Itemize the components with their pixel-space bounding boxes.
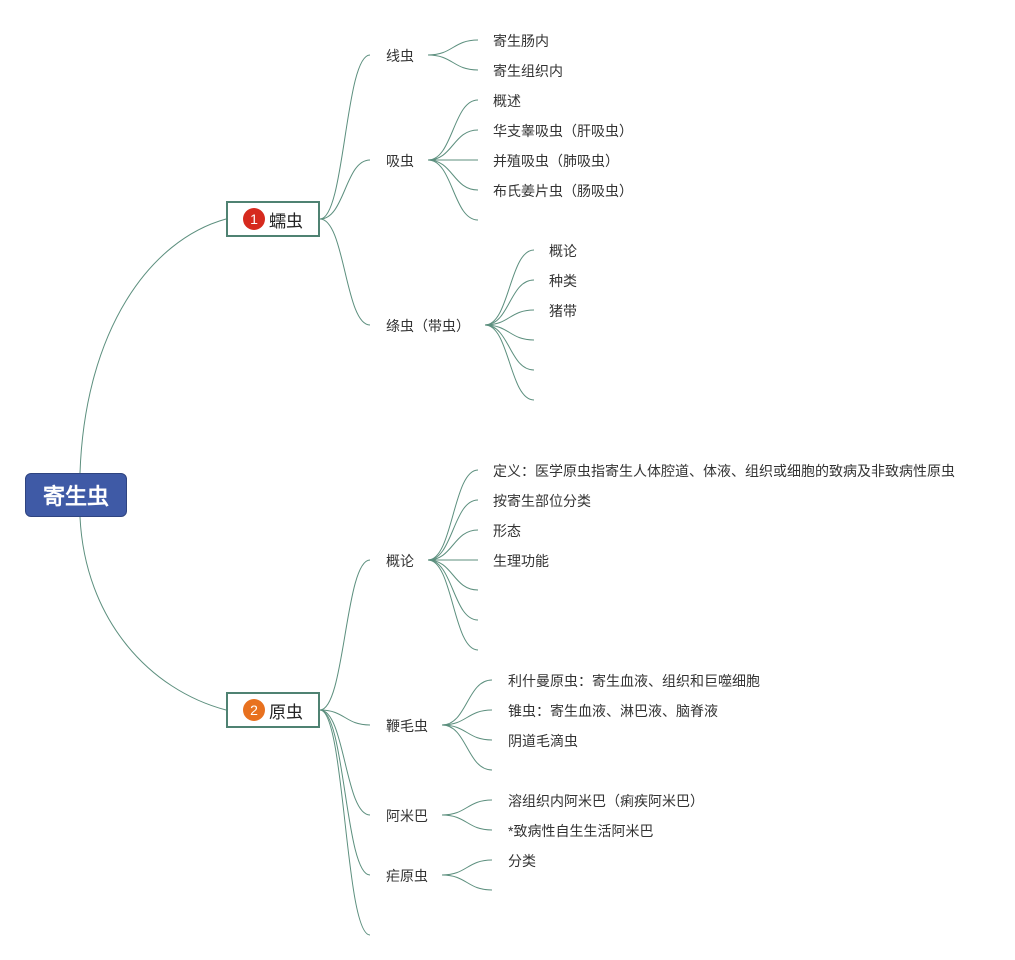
branch-worm[interactable]: 1 蠕虫	[226, 201, 320, 237]
leaf-amoeba-1[interactable]: 溶组织内阿米巴（痢疾阿米巴）	[508, 793, 704, 809]
link-amoeba-leaf-2	[441, 814, 493, 831]
link-trematode-leaf-4	[427, 159, 479, 191]
topic-flagellate[interactable]: 鞭毛虫	[386, 718, 428, 734]
link-flagellate-leaf-3	[441, 724, 493, 741]
link-cestode-leaf-6	[484, 324, 535, 401]
topic-amoeba[interactable]: 阿米巴	[386, 808, 428, 824]
link-cestode-leaf-5	[484, 324, 535, 371]
leaf-trematode-4[interactable]: 布氏姜片虫（肠吸虫）	[493, 183, 633, 199]
branch-protozoa[interactable]: 2 原虫	[226, 692, 320, 728]
leaf-cestode-1[interactable]: 概论	[549, 243, 577, 259]
branch-protozoa-label: 原虫	[269, 702, 303, 722]
root-label: 寄生虫	[42, 484, 109, 509]
link-overview-leaf-1	[427, 469, 479, 561]
topic-nematode[interactable]: 线虫	[386, 48, 414, 64]
link-overview-leaf-3	[427, 529, 479, 561]
leaf-trematode-2[interactable]: 华支睾吸虫（肝吸虫）	[493, 123, 633, 139]
priority-1-icon: 1	[243, 208, 265, 230]
leaf-trematode-1[interactable]: 概述	[493, 93, 521, 109]
link-cestode-leaf-2	[484, 279, 535, 326]
link-overview-leaf-2	[427, 499, 479, 561]
priority-2-icon: 2	[243, 699, 265, 721]
link-nematode-leaf-1	[427, 39, 479, 56]
link-overview-leaf-5	[427, 559, 479, 591]
link-trematode-leaf-1	[427, 99, 479, 161]
link-flagellate-leaf-2	[441, 709, 493, 726]
link-cestode-leaf-1	[484, 249, 535, 326]
leaf-cestode-2[interactable]: 种类	[549, 273, 577, 289]
leaf-amoeba-2[interactable]: *致病性自生生活阿米巴	[508, 823, 654, 839]
branch-worm-label: 蠕虫	[269, 211, 303, 231]
topic-cestode[interactable]: 绦虫（带虫）	[386, 318, 470, 334]
link-amoeba-leaf-1	[441, 799, 493, 816]
link-protozoa-flagellate	[319, 709, 371, 726]
link-worm-trematode	[319, 159, 371, 220]
link-worm-nematode	[319, 54, 371, 220]
link-nematode-leaf-2	[427, 54, 479, 71]
topic-protozoa-overview[interactable]: 概论	[386, 553, 414, 569]
topic-trematode[interactable]: 吸虫	[386, 153, 414, 169]
leaf-flagellate-3[interactable]: 阴道毛滴虫	[508, 733, 578, 749]
link-cestode-leaf-3	[484, 309, 535, 326]
link-protozoa-overview	[319, 559, 371, 711]
link-flagellate-leaf-1	[441, 679, 493, 726]
leaf-overview-4[interactable]: 生理功能	[493, 553, 549, 569]
link-overview-leaf-7	[427, 559, 479, 651]
leaf-overview-1[interactable]: 定义：医学原虫指寄生人体腔道、体液、组织或细胞的致病及非致病性原虫	[493, 463, 955, 479]
link-protozoa-extra	[319, 709, 371, 936]
leaf-overview-2[interactable]: 按寄生部位分类	[493, 493, 591, 509]
leaf-nematode-1[interactable]: 寄生肠内	[493, 33, 549, 49]
link-worm-cestode	[319, 218, 371, 326]
link-root-worm	[79, 218, 227, 474]
link-protozoa-amoeba	[319, 709, 371, 816]
link-trematode-leaf-5	[427, 159, 479, 221]
leaf-overview-3[interactable]: 形态	[493, 523, 521, 539]
leaf-flagellate-2[interactable]: 锥虫：寄生血液、淋巴液、脑脊液	[508, 703, 718, 719]
link-plasmodium-leaf-2	[441, 874, 493, 891]
leaf-cestode-3[interactable]: 猪带	[549, 303, 577, 319]
link-protozoa-plasmodium	[319, 709, 371, 876]
link-flagellate-leaf-4	[441, 724, 493, 771]
link-overview-leaf-6	[427, 559, 479, 621]
leaf-trematode-3[interactable]: 并殖吸虫（肺吸虫）	[493, 153, 619, 169]
topic-plasmodium[interactable]: 疟原虫	[386, 868, 428, 884]
leaf-flagellate-1[interactable]: 利什曼原虫：寄生血液、组织和巨噬细胞	[508, 673, 760, 689]
link-trematode-leaf-2	[427, 129, 479, 161]
leaf-plasmodium-1[interactable]: 分类	[508, 853, 536, 869]
link-plasmodium-leaf-1	[441, 859, 493, 876]
link-root-protozoa	[79, 516, 227, 711]
root-node[interactable]: 寄生虫	[25, 473, 127, 517]
leaf-nematode-2[interactable]: 寄生组织内	[493, 63, 563, 79]
